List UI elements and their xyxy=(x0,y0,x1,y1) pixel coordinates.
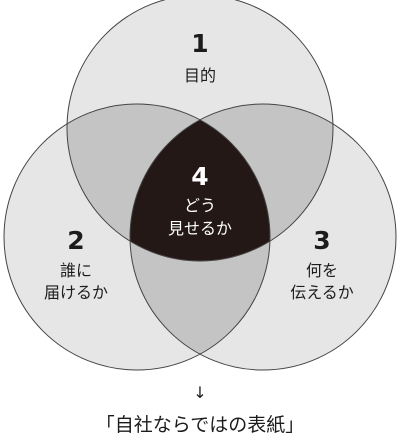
circle-outlines xyxy=(3,0,397,371)
circle-1-number: 1 xyxy=(191,29,208,58)
outline-right xyxy=(129,103,397,371)
circle-3-label-line-2: 伝えるか xyxy=(290,283,354,302)
circle-3-label-line-1: 何を xyxy=(306,261,338,280)
center-label-line-1: どう xyxy=(184,196,216,215)
circle-2-label-line-2: 届けるか xyxy=(44,283,108,302)
outline-top xyxy=(66,0,334,262)
down-arrow-icon: ↓ xyxy=(193,383,206,402)
center-number: 4 xyxy=(191,162,208,191)
center-fill xyxy=(130,104,270,261)
circle-2-label-line-1: 誰に xyxy=(60,261,92,280)
circle-2-number: 2 xyxy=(67,226,84,255)
outline-left xyxy=(3,103,271,371)
circle-3-number: 3 xyxy=(313,226,330,255)
circle-1-label-line-1: 目的 xyxy=(184,66,216,85)
center-region xyxy=(130,104,270,261)
caption: 「自社ならではの表紙」 xyxy=(96,414,304,436)
center-label-line-2: 見せるか xyxy=(168,219,232,238)
